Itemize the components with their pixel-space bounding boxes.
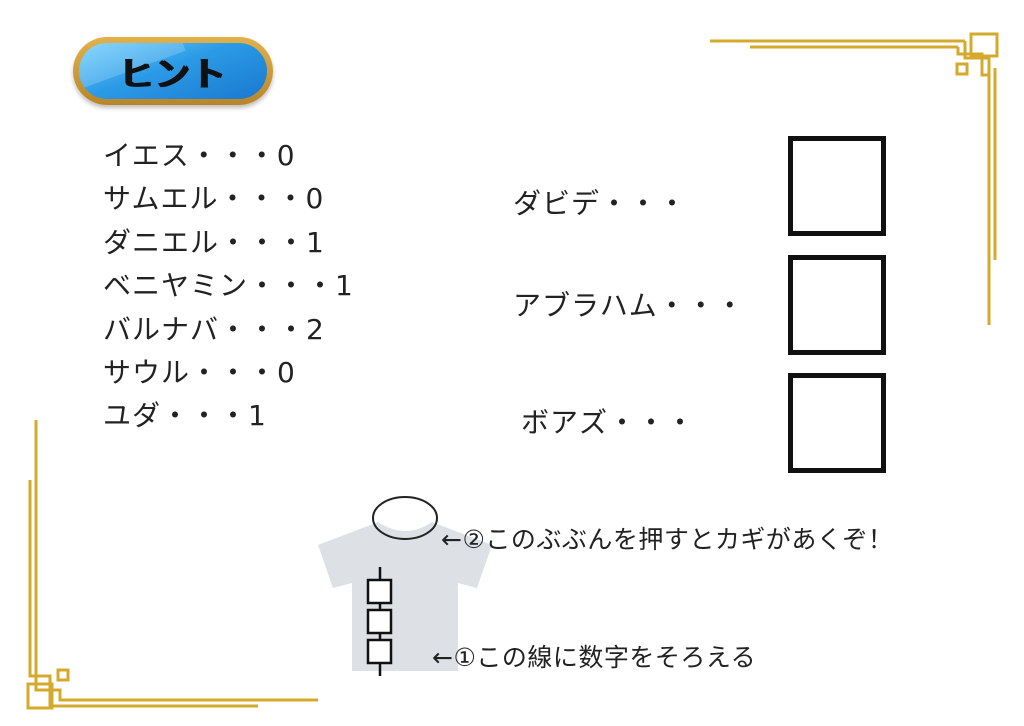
hint-badge-label: ヒント	[119, 54, 227, 95]
note-line: ←①この線に数字をそろえる	[432, 643, 757, 672]
digit-line-box-1	[366, 578, 393, 605]
answer-box-boaz[interactable]	[788, 373, 886, 473]
digit-line-box-3	[366, 638, 393, 665]
hint-item-judas: ユダ・・・1	[103, 399, 267, 433]
hint-item-benjamin: ベニヤミン・・・1	[103, 269, 354, 303]
digit-line	[366, 567, 393, 676]
hint-item-saul: サウル・・・0	[103, 355, 296, 389]
answer-box-david[interactable]	[788, 136, 886, 236]
hint-item-daniel: ダニエル・・・1	[103, 225, 325, 259]
answer-box-abraham[interactable]	[788, 255, 886, 355]
tshirt-collar	[383, 520, 427, 528]
answer-label-david: ダビデ・・・	[513, 187, 688, 220]
hint-item-samuel: サムエル・・・0	[103, 182, 325, 216]
answer-label-abraham: アブラハム・・・	[513, 289, 745, 322]
hint-badge: ヒント	[73, 37, 273, 105]
hint-item-jesus: イエス・・・0	[103, 139, 296, 172]
note-collar: ←②このぶぶんを押すとカギがあくぞ！	[441, 525, 894, 554]
hint-item-barnabas: バルナバ・・・2	[103, 312, 325, 346]
hint-list: イエス・・・0 サムエル・・・0 ダニエル・・・1 ベニヤミン・・・1 バルナバ…	[103, 134, 354, 438]
hint-badge-face: ヒント	[79, 43, 267, 99]
answer-label-boaz: ボアズ・・・	[521, 406, 696, 439]
collar-highlight-circle	[372, 496, 438, 540]
digit-line-box-2	[366, 608, 393, 635]
